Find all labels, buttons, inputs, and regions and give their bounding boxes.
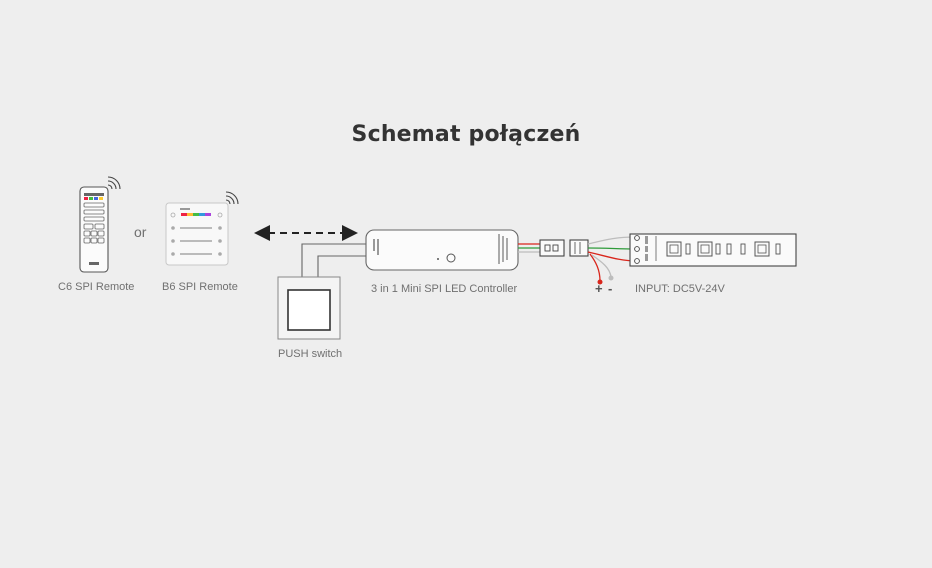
controller-icon bbox=[365, 229, 519, 271]
connector-icon bbox=[539, 239, 589, 257]
power-positive-terminal bbox=[597, 279, 603, 285]
or-label: or bbox=[134, 224, 147, 240]
c6-remote-label: C6 SPI Remote bbox=[58, 281, 135, 293]
led-strip-icon bbox=[629, 233, 797, 267]
controller-output-wires bbox=[518, 243, 540, 253]
push-switch-wires bbox=[301, 243, 366, 277]
plus-label: + bbox=[595, 281, 603, 296]
c6-remote-icon bbox=[79, 176, 121, 273]
input-voltage-label: INPUT: DC5V-24V bbox=[635, 283, 725, 295]
push-switch-icon bbox=[277, 276, 341, 340]
b6-remote-icon bbox=[165, 191, 239, 266]
page-title: Schemat połączeń bbox=[351, 122, 581, 147]
strip-wires bbox=[587, 236, 637, 282]
b6-remote-label: B6 SPI Remote bbox=[162, 281, 238, 293]
push-switch-label: PUSH switch bbox=[278, 348, 343, 360]
controller-label: 3 in 1 Mini SPI LED Controller bbox=[371, 283, 518, 295]
minus-label: - bbox=[608, 281, 613, 296]
power-negative-terminal bbox=[608, 275, 614, 281]
